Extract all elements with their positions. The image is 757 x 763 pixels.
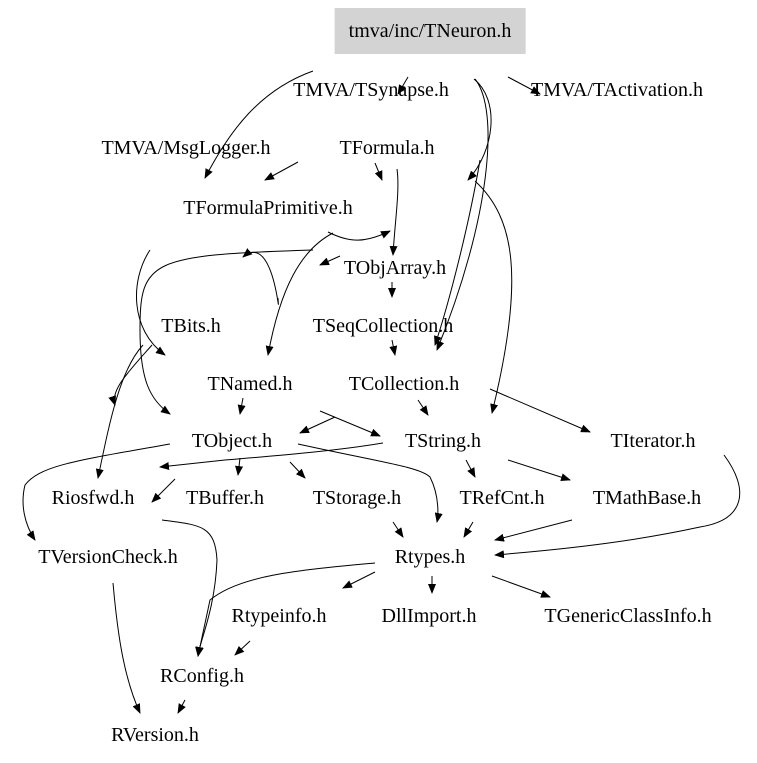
edge (159, 442, 384, 471)
edge (237, 397, 246, 415)
edge (139, 249, 314, 415)
graph-node[interactable]: TObject.h (191, 430, 273, 452)
edge (234, 640, 251, 656)
edge (491, 575, 551, 598)
edge (463, 521, 474, 538)
edge (204, 70, 314, 179)
edge (327, 230, 391, 241)
graph-node[interactable]: TBits.h (161, 315, 221, 337)
graph-node[interactable]: TNamed.h (207, 373, 293, 395)
edge (436, 78, 489, 351)
edge (161, 519, 218, 657)
graph-node-root[interactable]: tmva/inc/TNeuron.h (334, 8, 526, 54)
edge (319, 410, 381, 437)
graph-node[interactable]: Rtypeinfo.h (231, 605, 327, 627)
edge (342, 571, 376, 589)
edge (265, 232, 334, 356)
edge (242, 248, 279, 305)
graph-node[interactable]: TGenericClassInfo.h (544, 605, 712, 627)
graph-node[interactable]: TVersionCheck.h (38, 546, 178, 568)
graph-node[interactable]: TMVA/TSynapse.h (293, 79, 449, 101)
edge (151, 478, 176, 503)
edge (195, 562, 376, 657)
edge (289, 461, 306, 479)
graph-node[interactable]: TObjArray.h (343, 257, 447, 279)
edge (507, 76, 541, 95)
edge (489, 388, 591, 433)
edge (136, 249, 166, 356)
graph-node[interactable]: TCollection.h (348, 373, 460, 395)
edge (392, 521, 404, 538)
edge (389, 168, 399, 256)
graph-node[interactable]: TIterator.h (610, 430, 696, 452)
edge (397, 76, 409, 95)
edge (319, 255, 341, 266)
edge (389, 339, 398, 356)
graph-node[interactable]: RVersion.h (111, 724, 199, 746)
edge (177, 699, 186, 714)
graph-node[interactable]: TBuffer.h (186, 487, 264, 509)
graph-node[interactable]: DllImport.h (381, 605, 477, 627)
graph-node[interactable]: TString.h (404, 430, 482, 452)
edge (417, 399, 429, 416)
edge (22, 443, 171, 541)
graph-node[interactable]: TMVA/MsgLogger.h (101, 137, 271, 159)
graph-node[interactable]: TStorage.h (312, 487, 402, 509)
graph-node[interactable]: TSeqCollection.h (312, 315, 454, 337)
graph-node[interactable]: TRefCnt.h (459, 487, 545, 509)
graph-node[interactable]: TMVA/TActivation.h (531, 79, 703, 101)
edge (507, 459, 571, 482)
graph-node[interactable]: TMathBase.h (592, 487, 702, 509)
graph-node[interactable]: Rtypes.h (394, 546, 466, 568)
graph-node[interactable]: TFormula.h (339, 137, 435, 159)
edge (299, 416, 336, 434)
edge (434, 159, 481, 346)
edge (297, 443, 443, 523)
edge (264, 161, 299, 181)
graph-node[interactable]: Riosfwd.h (51, 487, 135, 509)
edge (494, 454, 741, 559)
edge (108, 344, 153, 406)
edge (494, 519, 573, 542)
edge (374, 162, 383, 181)
edge (235, 457, 244, 476)
edge (112, 582, 141, 714)
graph-node[interactable]: TFormulaPrimitive.h (183, 197, 353, 219)
edge (465, 459, 476, 478)
edge (467, 78, 492, 181)
edge (474, 180, 513, 414)
edge (95, 344, 144, 479)
graph-node[interactable]: RConfig.h (160, 665, 244, 687)
